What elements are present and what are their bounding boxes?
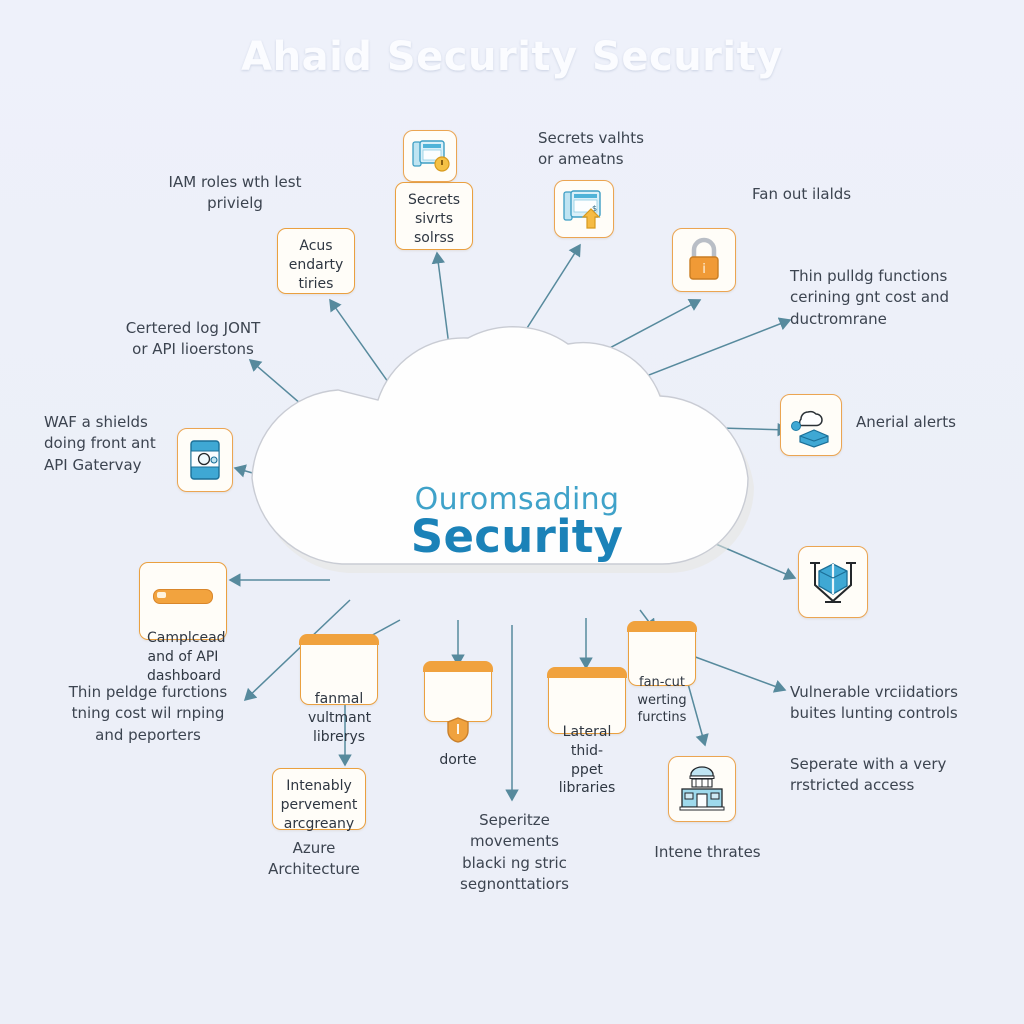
- svg-text:i: i: [702, 262, 706, 277]
- note-anerial-alerts: Anerial alerts: [856, 413, 956, 431]
- note-seperitze-movements: Seperitze movements blacki ng stric segn…: [460, 811, 569, 893]
- cloud-storage-icon: [791, 410, 829, 448]
- icon-tile-monitor-alert[interactable]: [403, 130, 457, 182]
- card-dorte-label: dorte: [439, 751, 477, 768]
- icon-tile-padlock[interactable]: i: [672, 228, 736, 292]
- icon-tile-cloud-storage[interactable]: [780, 394, 842, 456]
- note-iam-roles: IAM roles wth lest privielg: [168, 173, 302, 213]
- card-tab: [299, 634, 379, 646]
- card-tab: [423, 661, 493, 673]
- api-gateway-icon: [190, 440, 220, 480]
- note-thin-peldge: Thin peldge furctions tning cost wil rnp…: [68, 683, 228, 744]
- card-acus-endarty[interactable]: Acus endarty tiries: [277, 228, 355, 294]
- note-intene-thrates: Intene thrates: [654, 843, 761, 861]
- cube-bracket-icon: [810, 562, 856, 603]
- card-fancut-werting[interactable]: fan-cut werting furctins: [627, 621, 697, 725]
- card-complicated-api-dashboard[interactable]: Camplcead and of API dashboard: [139, 562, 227, 684]
- note-secrets-vaults: Secrets valhts or ameatns: [538, 129, 644, 169]
- progress-pill-icon: [153, 588, 213, 604]
- page-title: Ahaid Security Security: [241, 34, 783, 80]
- card-complicated-label: Camplcead and of API dashboard: [147, 629, 226, 684]
- monitor-alert-icon: [412, 140, 450, 172]
- card-lateral-libraries[interactable]: Lateral thid-ppet libraries: [547, 667, 627, 796]
- note-waf-shields: WAF a shields doing front ant API Gaterv…: [44, 413, 156, 474]
- bank-building-icon: [679, 766, 725, 811]
- icon-tile-monitor-key[interactable]: $: [554, 180, 614, 238]
- note-thin-pull-functions: Thin pulldg functions cerining gnt cost …: [790, 267, 950, 328]
- card-fanmal-vultmant[interactable]: fanmal vultmant librerys: [299, 634, 379, 745]
- note-vulnerable-validations: Vulnerable vrciidatiors buites lunting c…: [790, 683, 958, 723]
- card-tab: [547, 667, 627, 679]
- note-centered-log: Certered log JONT or API lioerstons: [125, 319, 261, 359]
- shield-icon: [447, 717, 469, 743]
- icon-tile-cube-bracket[interactable]: [798, 546, 868, 618]
- card-tab: [627, 621, 697, 633]
- icon-tile-api-gateway[interactable]: [177, 428, 233, 492]
- note-seperate-restricted: Seperate with a very rrstricted access: [790, 755, 947, 795]
- card-lateral-label: Lateral thid-ppet libraries: [558, 723, 616, 797]
- card-dorte[interactable]: dorte: [423, 661, 493, 768]
- card-fanmal-label: fanmal vultmant librerys: [308, 690, 372, 745]
- icon-tile-bank-building[interactable]: [668, 756, 736, 822]
- svg-text:$: $: [592, 204, 597, 213]
- card-secrets-sivrts[interactable]: Secrets sivrts solrss: [395, 182, 473, 250]
- monitor-key-icon: $: [563, 190, 601, 229]
- padlock-icon: i: [689, 237, 719, 280]
- card-intenably-pervement[interactable]: Intenably pervement arcgreany: [272, 768, 366, 832]
- note-azure-architecture: Azure Architecture: [268, 839, 360, 879]
- note-fan-out: Fan out ilalds: [752, 185, 852, 203]
- card-fancut-label: fan-cut werting furctins: [637, 675, 687, 726]
